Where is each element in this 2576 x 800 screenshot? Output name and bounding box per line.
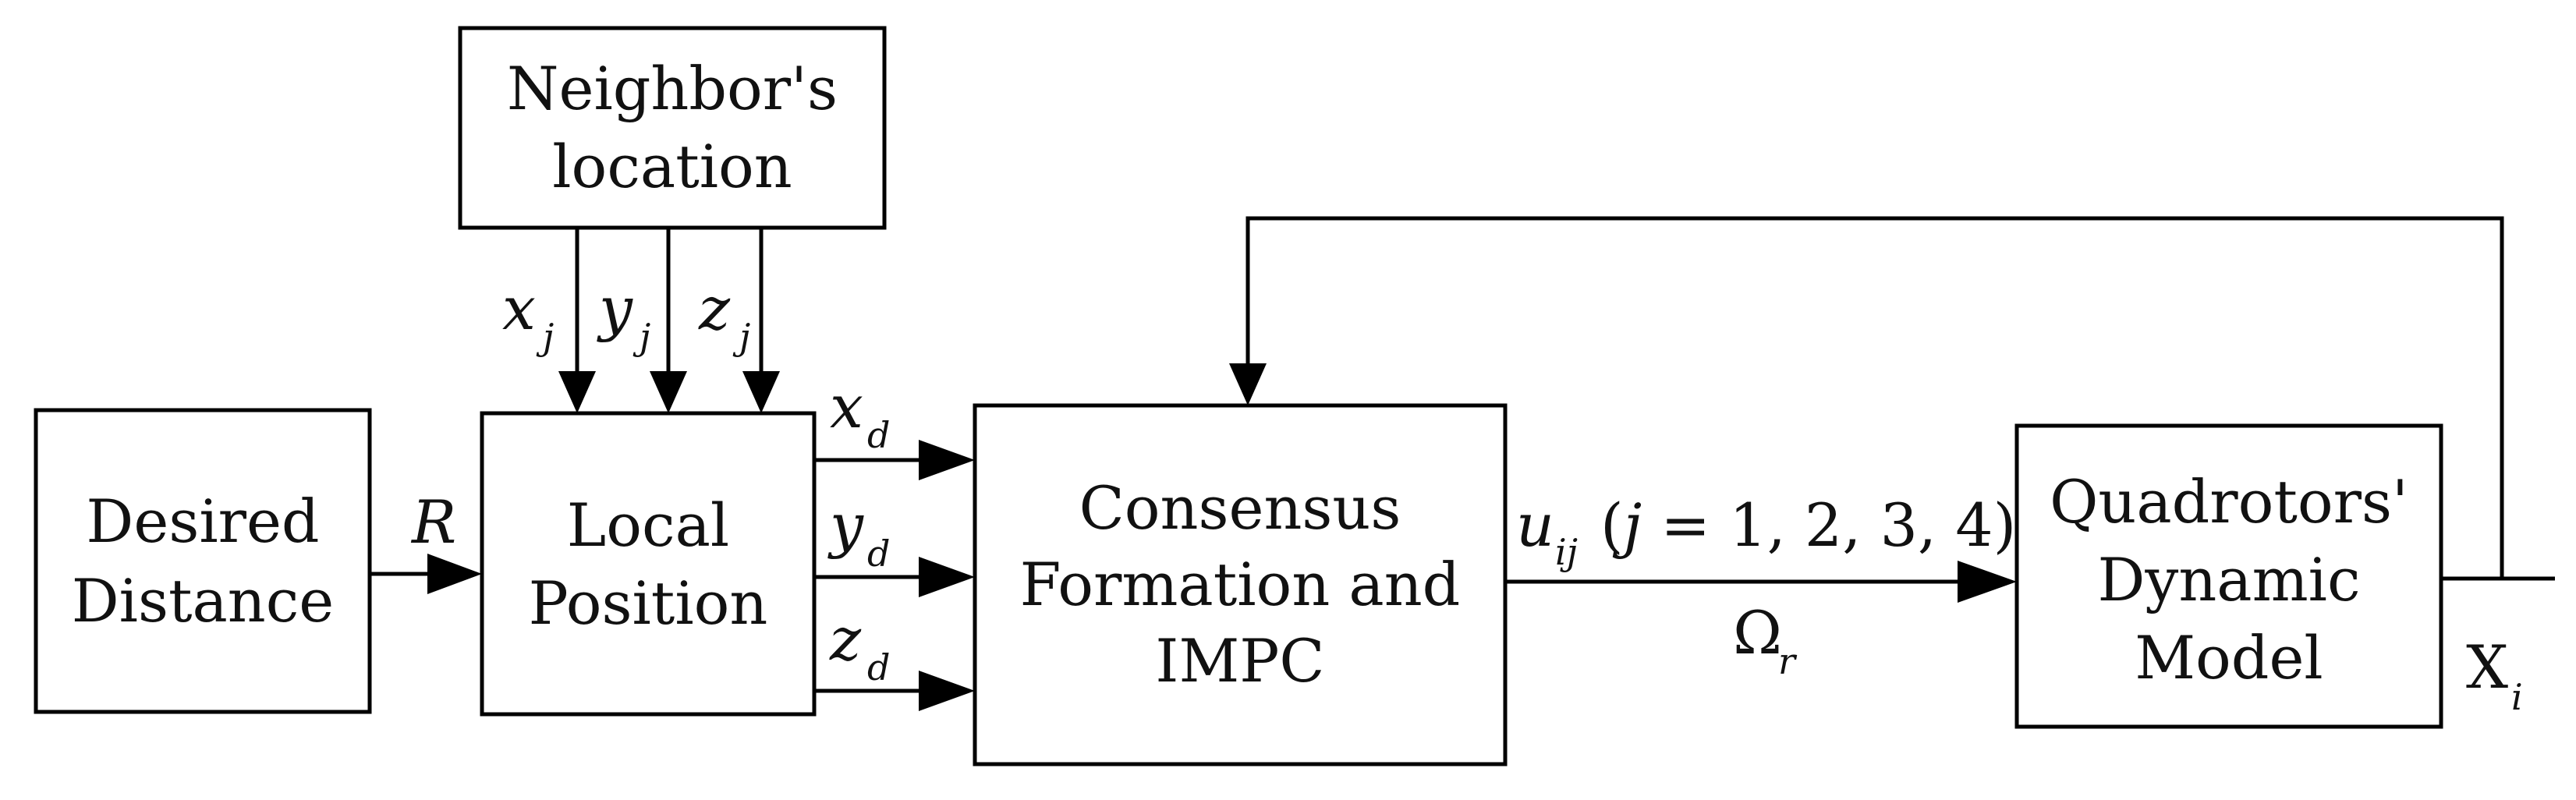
signal-omega-sub: r (1778, 640, 1798, 682)
signal-uij-open-paren: ( (1600, 490, 1624, 560)
signal-xj-sub: j (536, 316, 554, 358)
consensus-label-line-1: Consensus (1079, 473, 1401, 543)
signal-uij-label: u ij (j = 1, 2, 3, 4) (1516, 490, 2016, 573)
signal-xi-base: X (2466, 632, 2508, 702)
desired-distance-label-line-2: Distance (72, 566, 335, 635)
signal-yd-sub: d (867, 533, 890, 575)
feedback-loop (1229, 216, 2504, 579)
signal-zj-sub: j (732, 316, 750, 358)
signal-yj-sub: j (632, 316, 650, 358)
signal-xi-sub: i (2511, 676, 2523, 718)
arrow-xd (814, 440, 975, 480)
quadrotor-label-line-3: Model (2135, 623, 2323, 692)
arrow-zd (814, 671, 975, 711)
arrow-yd (814, 557, 975, 597)
signal-omega-label: Ω r (1733, 598, 1798, 682)
signal-yj-base: y (597, 274, 633, 343)
signal-omega-base: Ω (1733, 598, 1782, 667)
desired-distance-label-line-1: Desired (86, 487, 319, 556)
signal-xd-label: x d (830, 372, 890, 456)
signal-zj-label: z j (698, 274, 750, 358)
quadrotor-label-line-2: Dynamic (2097, 545, 2360, 614)
desired-distance-block: Desired Distance (34, 408, 372, 714)
signal-xi-label: X i (2466, 632, 2523, 718)
local-position-label-line-2: Position (529, 568, 768, 638)
signal-zd-base: z (829, 604, 862, 674)
signal-zd-sub: d (867, 646, 890, 688)
arrow-xj (558, 228, 596, 413)
quadrotor-label-line-1: Quadrotors' (2050, 467, 2408, 536)
local-position-block: Local Position (480, 411, 817, 717)
signal-yd-base: y (827, 490, 864, 560)
signal-uij-base: u (1516, 490, 1554, 560)
signal-zd-label: z d (829, 604, 890, 688)
arrow-yj (650, 228, 687, 413)
signal-uij-range: = 1, 2, 3, 4) (1642, 490, 2016, 560)
quadrotor-dynamic-model-block: Quadrotors' Dynamic Model (2014, 423, 2443, 729)
signal-uij-sub: ij (1555, 531, 1578, 573)
signal-yd-label: y d (827, 490, 890, 575)
signal-zj-base: z (698, 274, 731, 343)
signal-xd-base: x (830, 372, 863, 441)
neighbor-location-block: Neighbor's location (458, 26, 887, 230)
consensus-label-line-2: Formation and (1020, 550, 1461, 619)
consensus-label-line-3: IMPC (1155, 626, 1324, 696)
local-position-label-line-1: Local (567, 490, 729, 560)
arrow-r (370, 554, 482, 594)
signal-xd-sub: d (867, 414, 890, 456)
signal-xj-base: x (502, 274, 536, 343)
arrow-control-input (1505, 561, 2017, 603)
neighbor-location-label-line-2: location (552, 132, 792, 201)
signal-yj-label: y j (597, 274, 650, 358)
neighbor-location-label-line-1: Neighbor's (507, 54, 838, 123)
arrow-zj (742, 228, 780, 413)
signal-r-label: R (410, 487, 456, 557)
consensus-impc-block: Consensus Formation and IMPC (973, 403, 1508, 766)
signal-uij-arguments: (j = 1, 2, 3, 4) (1600, 490, 2016, 560)
signal-xj-label: x j (502, 274, 554, 358)
